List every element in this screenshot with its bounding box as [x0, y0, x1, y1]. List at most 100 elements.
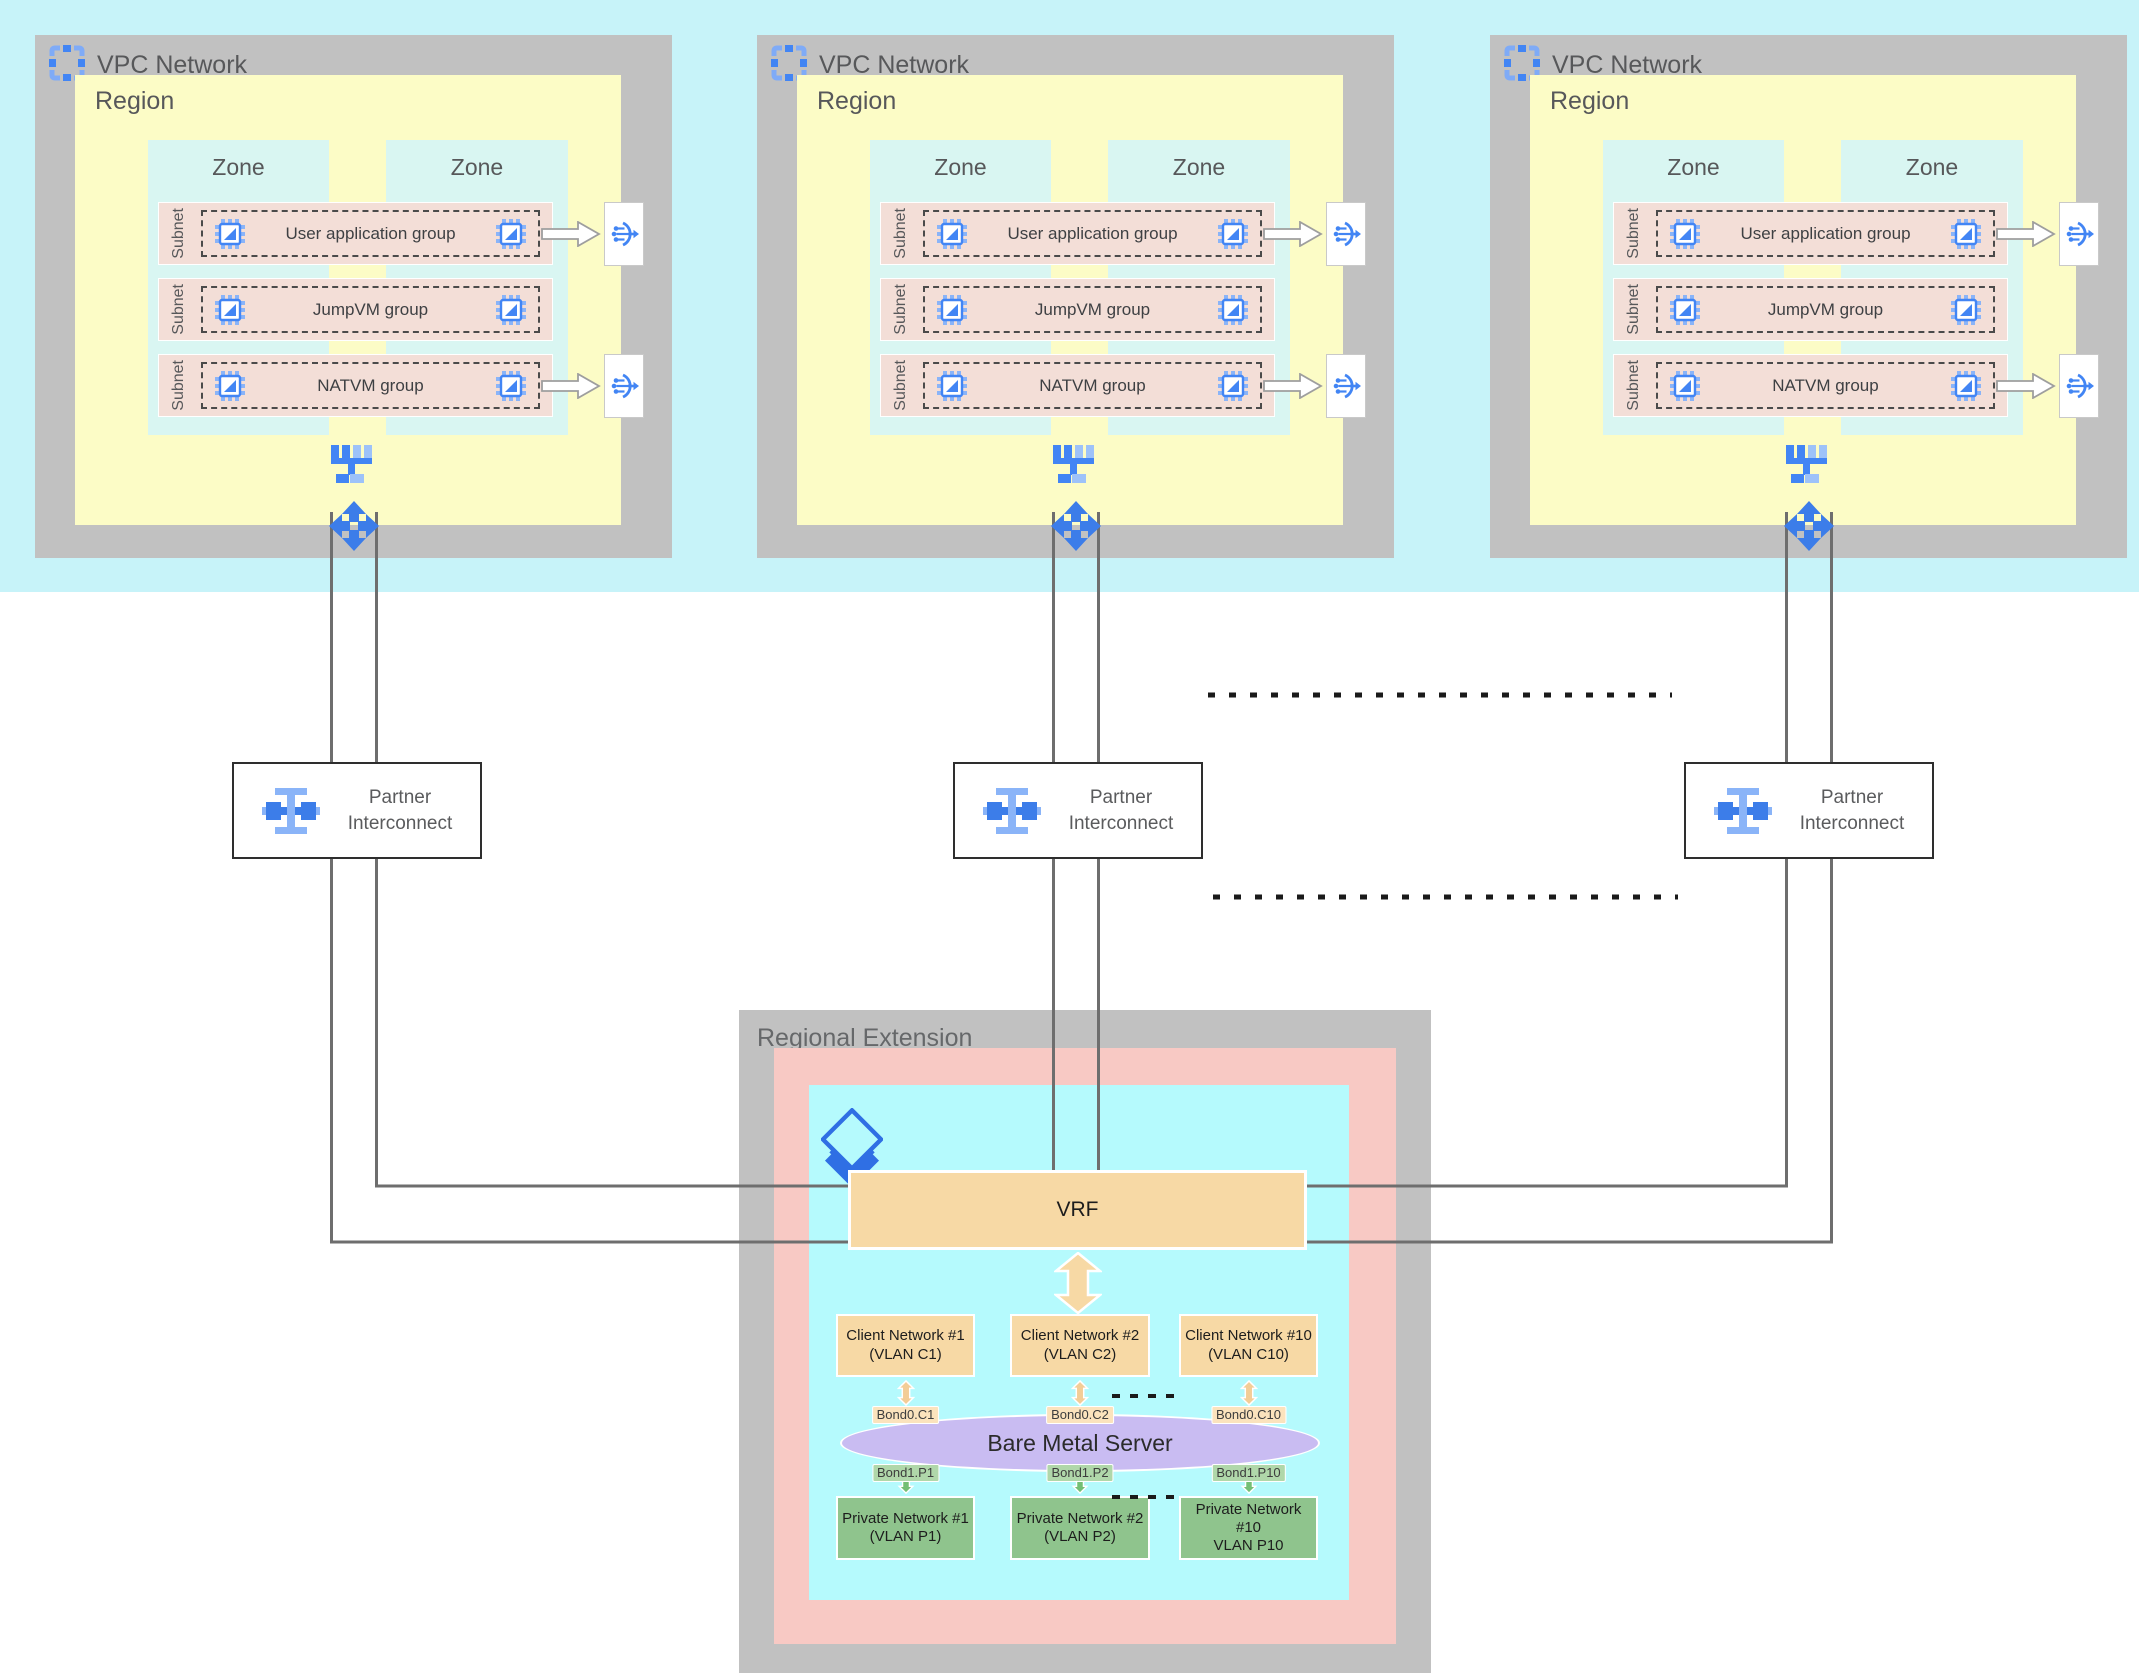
subnet-row: Subnet User application group — [880, 202, 1275, 265]
bond-interface-tag: Bond0.C1 — [871, 1406, 940, 1424]
region-title: Region — [817, 87, 897, 115]
compute-instance-icon — [496, 219, 526, 249]
load-balancer-icon — [2064, 371, 2094, 401]
network-column: Client Network #10 (VLAN C10) Bond0.C10 … — [1179, 1314, 1318, 1564]
vpc-network-title: VPC Network — [97, 51, 248, 79]
vpc-network-box-3: VPC Network Region Zone Zone Subnet User… — [1490, 35, 2127, 558]
compute-instance-icon — [1951, 371, 1981, 401]
load-balancer-icon — [609, 371, 639, 401]
zone-title: Zone — [1667, 154, 1720, 180]
compute-instance-icon — [1951, 295, 1981, 325]
vm-group-box: User application group — [201, 210, 540, 257]
vrf-client-double-arrow-icon — [1054, 1252, 1102, 1314]
client-bond-arrow-icon — [897, 1380, 915, 1406]
compute-instance-icon — [215, 371, 245, 401]
bond-interface-tag: Bond0.C2 — [1046, 1406, 1114, 1424]
subnet-label: Subnet — [892, 284, 909, 335]
bond-interface-tag: Bond1.P2 — [1046, 1464, 1114, 1482]
private-network-box: Private Network #2 (VLAN P2) — [1010, 1496, 1150, 1560]
load-balancer-icon — [2064, 219, 2094, 249]
bond-interface-tag: Bond1.P1 — [871, 1464, 940, 1482]
subnet-row: Subnet JumpVM group — [880, 278, 1275, 341]
vpc-network-title: VPC Network — [819, 51, 970, 79]
subnet-row: Subnet NATVM group — [1613, 354, 2008, 417]
vm-group-label: NATVM group — [317, 375, 424, 395]
vpc-network-title: VPC Network — [1552, 51, 1703, 79]
zone-title: Zone — [1905, 154, 1959, 180]
flow-arrow-icon — [541, 373, 601, 399]
subnet-label: Subnet — [892, 208, 909, 259]
flow-arrow-icon — [541, 221, 601, 247]
load-balancer-box — [2059, 354, 2099, 418]
load-balancer-box — [604, 202, 644, 266]
load-balancer-icon — [1331, 219, 1361, 249]
compute-instance-icon — [1670, 371, 1700, 401]
client-network-box: Client Network #10 (VLAN C10) — [1179, 1314, 1318, 1377]
load-balancer-box — [1326, 354, 1366, 418]
private-network-box: Private Network #10 VLAN P10 — [1179, 1496, 1318, 1560]
compute-instance-icon — [937, 219, 967, 249]
compute-instance-icon — [937, 295, 967, 325]
subnet-row: Subnet JumpVM group — [158, 278, 553, 341]
client-bond-arrow-icon — [1071, 1380, 1089, 1406]
compute-instance-icon — [215, 219, 245, 249]
zone-title: Zone — [934, 154, 987, 180]
zone-title: Zone — [1172, 154, 1226, 180]
partner-interconnect-box: Partner Interconnect — [232, 762, 482, 859]
vm-group-label: JumpVM group — [1767, 299, 1884, 319]
subnet-row: Subnet NATVM group — [158, 354, 553, 417]
zone-title: Zone — [212, 154, 265, 180]
load-balancer-icon — [609, 219, 639, 249]
vm-group-box: JumpVM group — [923, 286, 1262, 333]
client-bond-arrow-icon — [1240, 1380, 1258, 1406]
cloud-router-icon — [328, 500, 380, 552]
compute-instance-icon — [215, 295, 245, 325]
vm-group-box: NATVM group — [1656, 362, 1995, 409]
subnet-label: Subnet — [170, 208, 187, 259]
vm-group-label: NATVM group — [1772, 375, 1879, 395]
partner-interconnect-label: Partner Interconnect — [1799, 786, 1905, 834]
vm-group-box: JumpVM group — [1656, 286, 1995, 333]
partner-interconnect-box: Partner Interconnect — [953, 762, 1203, 859]
subnet-label: Subnet — [1625, 360, 1642, 411]
network-switch-icon — [1053, 445, 1097, 483]
cloud-router-icon — [1783, 500, 1835, 552]
regional-extension-box: Regional Extension VRF Bare Metal Server… — [739, 1010, 1431, 1673]
flow-arrow-icon — [1996, 373, 2056, 399]
compute-instance-icon — [496, 295, 526, 325]
vm-group-label: JumpVM group — [1034, 299, 1151, 319]
network-switch-icon — [1786, 445, 1830, 483]
flow-arrow-icon — [1996, 221, 2056, 247]
compute-instance-icon — [1218, 219, 1248, 249]
vm-group-box: NATVM group — [923, 362, 1262, 409]
region-title: Region — [95, 87, 175, 115]
partner-interconnect-icon — [983, 788, 1041, 834]
compute-instance-icon — [937, 371, 967, 401]
vm-group-label: User application group — [1740, 223, 1911, 243]
load-balancer-icon — [1331, 371, 1361, 401]
subnet-row: Subnet User application group — [1613, 202, 2008, 265]
region-title: Region — [1550, 87, 1630, 115]
compute-instance-icon — [496, 371, 526, 401]
vm-group-label: User application group — [285, 223, 456, 243]
compute-instance-icon — [1670, 295, 1700, 325]
vm-group-box: NATVM group — [201, 362, 540, 409]
bond-interface-tag: Bond0.C10 — [1210, 1406, 1287, 1424]
vm-group-label: NATVM group — [1039, 375, 1146, 395]
subnet-row: Subnet JumpVM group — [1613, 278, 2008, 341]
flow-arrow-icon — [1263, 373, 1323, 399]
flow-arrow-icon — [1263, 221, 1323, 247]
vpc-network-box-2: VPC Network Region Zone Zone Subnet User… — [757, 35, 1394, 558]
subnet-label: Subnet — [1625, 284, 1642, 335]
vm-group-label: User application group — [1007, 223, 1178, 243]
compute-instance-icon — [1951, 219, 1981, 249]
subnet-row: Subnet User application group — [158, 202, 553, 265]
partner-interconnect-label: Partner Interconnect — [1068, 786, 1174, 834]
vm-group-box: User application group — [1656, 210, 1995, 257]
cloud-router-icon — [1050, 500, 1102, 552]
client-network-box: Client Network #2 (VLAN C2) — [1010, 1314, 1150, 1377]
subnet-label: Subnet — [1625, 208, 1642, 259]
vpc-network-box-1: VPC Network Region Zone Zone Subnet User… — [35, 35, 672, 558]
private-network-box: Private Network #1 (VLAN P1) — [836, 1496, 975, 1560]
